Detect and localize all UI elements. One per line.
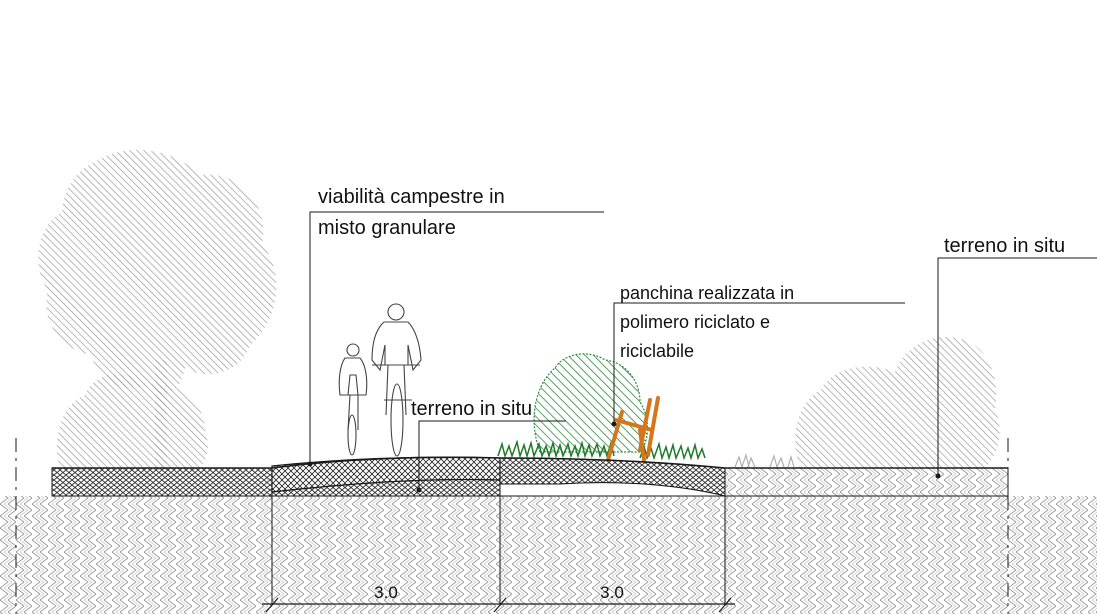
shrubs-right bbox=[795, 336, 1000, 468]
label-soil-left: terreno in situ bbox=[411, 398, 532, 420]
grass-gray bbox=[734, 452, 795, 469]
dimension-label-right: 3.0 bbox=[600, 583, 624, 602]
leader-soil-right-dot bbox=[935, 473, 941, 479]
leader-bench bbox=[613, 302, 905, 424]
label-bench-line3: riciclabile bbox=[620, 341, 694, 361]
leader-soil-left-dot bbox=[416, 487, 422, 493]
shrub-green bbox=[533, 353, 649, 453]
leader-road-dot bbox=[307, 461, 313, 467]
ground-section bbox=[0, 438, 1097, 614]
leader-road bbox=[309, 211, 604, 464]
bench bbox=[606, 396, 660, 462]
cyclist-back bbox=[338, 343, 368, 456]
label-soil-right: terreno in situ bbox=[944, 235, 1065, 257]
dimension-line bbox=[262, 597, 735, 613]
label-bench-line1: panchina realizzata in bbox=[620, 283, 794, 303]
leader-soil-right bbox=[937, 257, 1097, 476]
label-bench-line2: polimero riciclato e bbox=[620, 312, 770, 332]
cyclist-front bbox=[371, 303, 422, 457]
dimension-label-left: 3.0 bbox=[374, 583, 398, 602]
leader-soil-left bbox=[418, 420, 566, 490]
leader-bench-dot bbox=[611, 421, 617, 427]
shrub-left bbox=[57, 373, 208, 470]
label-road-line1: viabilità campestre in bbox=[318, 186, 505, 208]
label-road-line2: misto granulare bbox=[318, 217, 456, 239]
